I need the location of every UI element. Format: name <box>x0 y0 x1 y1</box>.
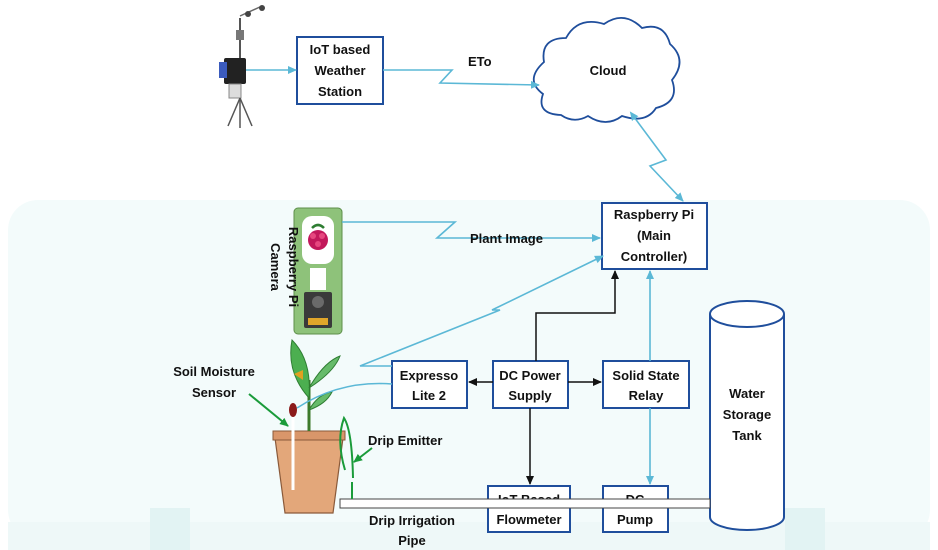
camera-label-2: Camera <box>268 243 283 291</box>
dc-power-label-1: DC Power <box>499 368 560 383</box>
connector-eto <box>383 69 540 89</box>
soil-sensor-label-2: Sensor <box>192 385 236 400</box>
raspberry-pi-label-1: Raspberry Pi <box>614 207 694 222</box>
flowmeter-label-2: Flowmeter <box>496 512 561 527</box>
background-strip <box>785 508 825 550</box>
tank-label-2: Storage <box>723 407 771 422</box>
cloud-shape: Cloud <box>532 17 681 123</box>
connector-expresso-pi <box>359 255 604 367</box>
camera-icon <box>293 207 343 335</box>
dc-pump-label-2: Pump <box>617 512 653 527</box>
weather-station-label-1: IoT based <box>310 42 371 57</box>
raspberry-pi-label-2: (Main <box>637 228 671 243</box>
weather-station-icon <box>219 5 265 128</box>
drip-emitter-tube <box>339 415 354 479</box>
weather-station-label-2: Weather <box>314 63 365 78</box>
camera-label-1: Raspberry Pi <box>286 227 301 307</box>
drip-emitter-pointer <box>353 447 373 463</box>
raspberry-pi-label-3: Controller) <box>621 249 687 264</box>
drip-pipe-label-1: Drip Irrigation <box>369 513 455 528</box>
weather-station-label-3: Station <box>318 84 362 99</box>
water-tank: Water Storage Tank <box>709 300 785 531</box>
camera-label: Raspberry Pi Camera <box>268 227 301 307</box>
weather-station-box: IoT based Weather Station <box>296 36 384 105</box>
flowmeter-box: IoT Based Flowmeter <box>487 485 571 533</box>
soil-sensor-label-1: Soil Moisture <box>173 364 255 379</box>
plant-pot-icon <box>272 338 346 514</box>
connector-plant-image <box>342 221 601 242</box>
soil-moisture-sensor <box>289 403 297 490</box>
connector-sensor-expresso <box>296 382 393 409</box>
dc-pump-box: DC Pump <box>602 485 669 533</box>
tank-label-1: Water <box>729 386 765 401</box>
connector-cloud-pi <box>629 111 684 202</box>
background-strip <box>150 508 190 550</box>
drip-pipe <box>339 498 711 509</box>
expresso-label-2: Lite 2 <box>412 388 446 403</box>
relay-box: Solid State Relay <box>602 360 690 409</box>
drip-emitter-label: Drip Emitter <box>368 433 442 448</box>
relay-label-2: Relay <box>629 388 664 403</box>
soil-sensor-pointer <box>248 393 289 427</box>
expresso-label-1: Expresso <box>400 368 459 383</box>
relay-label-1: Solid State <box>612 368 679 383</box>
expresso-box: Expresso Lite 2 <box>391 360 468 409</box>
dc-power-box: DC Power Supply <box>492 360 569 409</box>
plant-image-label: Plant Image <box>470 231 543 246</box>
connector-power-pi <box>535 270 619 361</box>
cloud-label: Cloud <box>590 63 627 78</box>
tank-label-3: Tank <box>732 428 762 443</box>
dc-power-label-2: Supply <box>508 388 552 403</box>
drip-pipe-label-2: Pipe <box>398 533 425 548</box>
eto-label: ETo <box>468 54 492 69</box>
raspberry-pi-box: Raspberry Pi (Main Controller) <box>601 202 708 270</box>
